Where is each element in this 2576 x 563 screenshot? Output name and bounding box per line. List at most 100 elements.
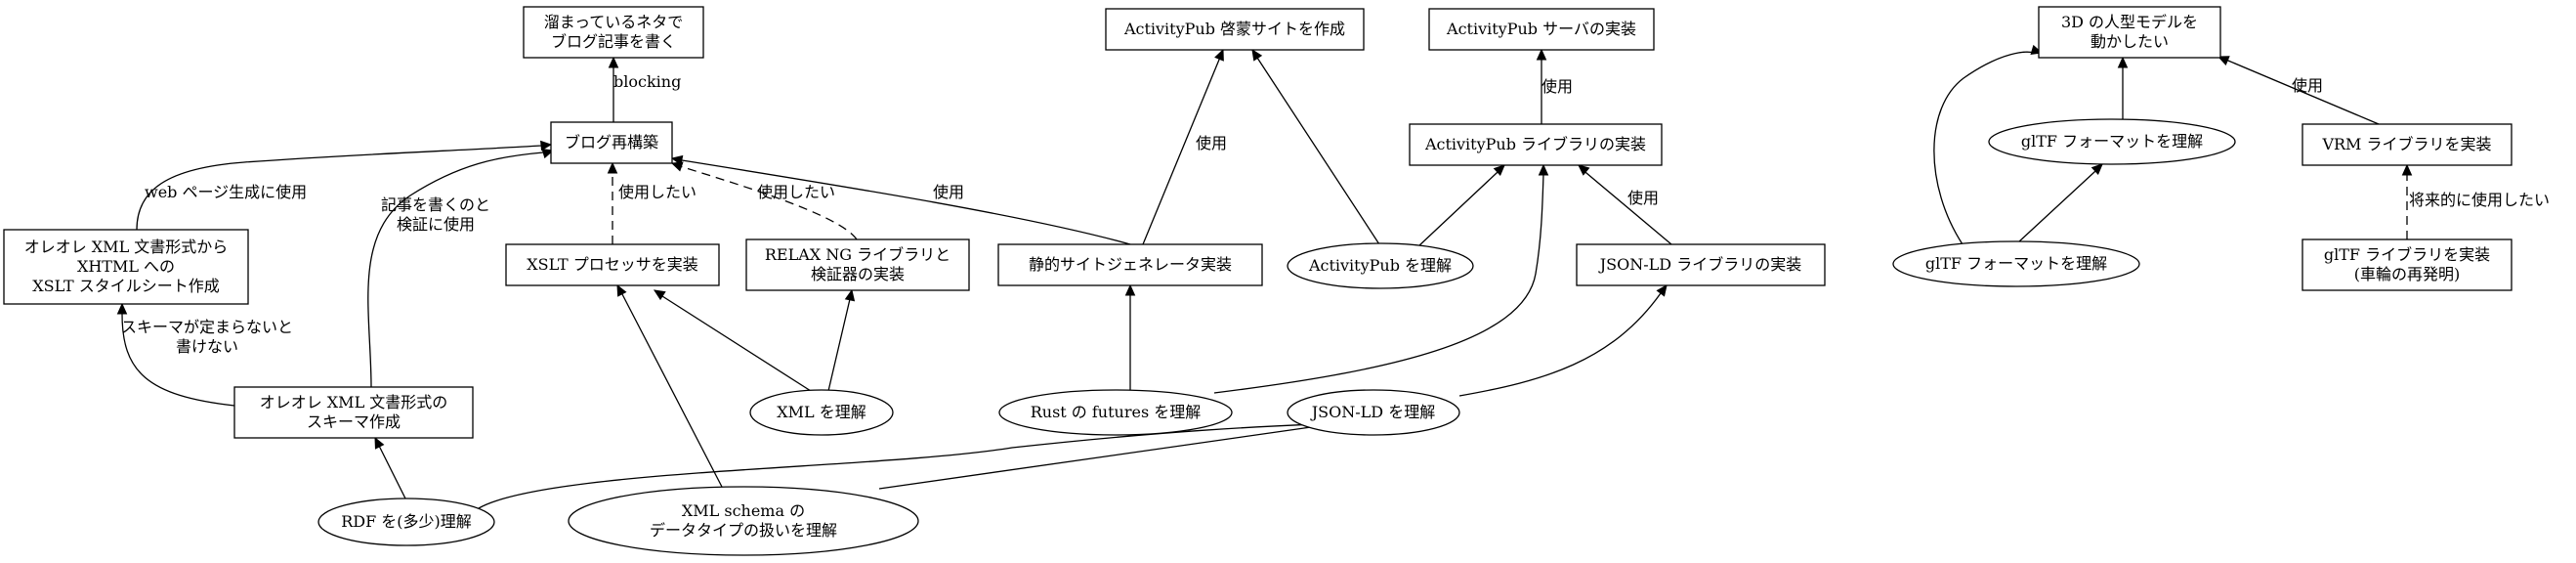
arrowhead (2401, 163, 2413, 176)
node-label: VRM ライブラリを実装 (2321, 135, 2491, 153)
node-jsonld_understand: JSON-LD を理解 (1287, 389, 1460, 436)
node-label: ActivityPub 啓蒙サイトを作成 (1123, 20, 1345, 38)
node-label: ブログ再構築 (565, 133, 658, 152)
edge-vrm_library-to-model_3d: 使用 (2217, 56, 2380, 125)
node-label: ActivityPub を理解 (1308, 256, 1452, 275)
node-label: glTF フォーマットを理解 (2021, 132, 2203, 151)
arrowhead (1656, 284, 1668, 297)
node-label: オレオレ XML 文書形式の (260, 393, 448, 411)
arrowhead (2117, 56, 2129, 68)
edge-label: 使用 (1541, 77, 1573, 96)
node-box (1105, 8, 1365, 51)
node-label: XML を理解 (777, 403, 866, 421)
edge-line (2017, 163, 2103, 243)
node-box (1576, 243, 1826, 286)
edge-xml_schema-to-xslt_processor (616, 283, 724, 490)
edge-line (671, 162, 858, 240)
edge-understand_rdf-to-schema_create (374, 436, 407, 501)
node-label: Rust の futures を理解 (1031, 403, 1202, 421)
edge-label: 使用 (2292, 76, 2323, 95)
edge-ap_understand-to-ap_site (1251, 48, 1380, 245)
edge-ap_understand-to-ap_library (1417, 164, 1505, 247)
edge-label: 使用したい (757, 183, 835, 201)
edge-line (1213, 165, 1544, 394)
node-ellipse (749, 389, 894, 436)
edge-blog_rebuild-to-neta_blog: blocking (608, 56, 681, 122)
edge-label: blocking (613, 72, 681, 91)
arrowhead (608, 56, 619, 68)
arrowhead (374, 436, 385, 450)
edge-rust_futures-to-ssg (1124, 283, 1136, 391)
edge-line (1417, 164, 1505, 247)
arrowhead (1536, 48, 1547, 61)
edge-label: スキーマが定まらないと (121, 318, 293, 336)
node-label: オレオレ XML 文書形式から (24, 238, 229, 256)
arrowhead (670, 154, 684, 166)
node-label: XHTML への (77, 257, 175, 276)
edge-understand_rdf-to-jsonld_understand (478, 416, 1327, 509)
node-ellipse (998, 389, 1233, 436)
arrowhead (616, 283, 627, 297)
node-label: ActivityPub ライブラリの実装 (1424, 135, 1646, 153)
node-understand_xml: XML を理解 (749, 389, 894, 436)
edge-label: 使用 (1627, 189, 1659, 207)
node-box (3, 229, 249, 305)
node-ap_understand: ActivityPub を理解 (1287, 242, 1474, 289)
arrowhead (607, 161, 618, 174)
node-label: 検証器の実装 (811, 265, 905, 283)
edge-label: 将来的に使用したい (2409, 191, 2550, 209)
node-ap_site: ActivityPub 啓蒙サイトを作成 (1105, 8, 1365, 51)
edge-gltf_format_b-to-gltf_format_a (2017, 163, 2103, 243)
edge-line (616, 284, 724, 490)
arrowhead (1124, 283, 1136, 296)
node-label: 静的サイトジェネレータ実装 (1029, 255, 1232, 274)
edge-rust_futures-to-ap_library (1213, 163, 1549, 394)
edge-jsonld_understand-to-jsonld_library (1458, 284, 1668, 397)
node-label: RDF を(多少)理解 (341, 512, 472, 531)
node-ellipse (1287, 242, 1474, 289)
edge-line (1933, 51, 2042, 245)
arrowhead (541, 148, 555, 159)
edge-line (1458, 284, 1668, 397)
edge-line (374, 437, 407, 501)
edge-line (1251, 49, 1380, 245)
node-box (2302, 123, 2513, 166)
node-gltf_library: glTF ライブラリを実装(車輪の再発明) (2302, 238, 2513, 291)
node-label: 溜まっているネタで (544, 13, 684, 31)
node-label: XML schema の (682, 501, 805, 520)
arrowhead (2090, 163, 2103, 176)
edge-ssg-to-ap_site: 使用 (1142, 48, 1227, 245)
edge-line (827, 289, 853, 392)
edge-ap_library-to-ap_server: 使用 (1536, 48, 1573, 124)
arrowhead (2217, 56, 2230, 65)
node-label: (車輪の再発明) (2354, 265, 2461, 283)
node-ellipse (1287, 389, 1460, 436)
node-understand_rdf: RDF を(多少)理解 (317, 498, 495, 546)
node-box (550, 121, 673, 164)
node-gltf_format_a: glTF フォーマットを理解 (1988, 118, 2236, 165)
node-label: JSON-LD を理解 (1310, 403, 1435, 421)
node-label: glTF フォーマットを理解 (1925, 254, 2107, 273)
arrowhead (1538, 163, 1549, 176)
node-ellipse (1988, 118, 2236, 165)
node-ap_server: ActivityPub サーバの実装 (1428, 8, 1655, 51)
node-label: RELAX NG ライブラリと (765, 245, 950, 264)
arrowhead (1578, 164, 1590, 176)
node-ellipse (317, 498, 495, 546)
node-label: XSLT スタイルシート作成 (32, 277, 219, 295)
edge-ssg-to-blog_rebuild: 使用 (670, 154, 1131, 245)
edge-gltf_library-to-vrm_library: 将来的に使用したい (2401, 163, 2550, 239)
edge-understand_xml-to-xslt_processor (653, 289, 812, 392)
node-label: 動かしたい (2090, 32, 2169, 51)
edge-label: 記事を書くのと (381, 195, 490, 214)
node-box (523, 6, 704, 59)
edge-gltf_format_a-to-model_3d (2117, 56, 2129, 119)
edge-line (367, 150, 554, 388)
